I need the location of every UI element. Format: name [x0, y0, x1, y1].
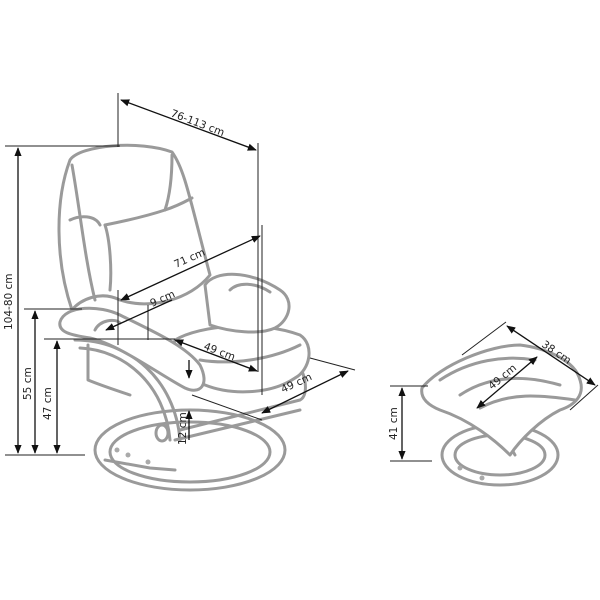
dimension-line-backrest: [120, 235, 261, 301]
dimension-line-ottoman-depth: [506, 325, 596, 386]
dimension-line-ottoman-width: [476, 356, 538, 409]
chair-base-inner-ring: [108, 420, 272, 484]
chair-frame-left: [73, 338, 182, 442]
chair-swivel-knob: [154, 423, 170, 443]
chair-base-ring: [93, 408, 287, 492]
chair-front-panel: [86, 343, 132, 397]
label-seat-height: 47 cm: [42, 387, 54, 420]
label-armrest-height: 55 cm: [22, 367, 34, 400]
ottoman-drawing: [420, 343, 583, 487]
label-seat-clearance: 12 cm: [177, 412, 189, 445]
chair-base-plate: [103, 458, 177, 472]
dimension-line-seat-depth: [174, 339, 258, 372]
dimension-line-seat-width: [261, 370, 349, 414]
dimension-line-armrest-width: [105, 299, 173, 331]
recliner-dimensions: 76-113 cm 104-80 cm 55 cm 47 cm 71 cm 9 …: [3, 93, 356, 456]
label-depth-range: 76-113 cm: [169, 108, 226, 139]
label-ottoman-height: 41 cm: [388, 407, 400, 440]
label-height-range: 104-80 cm: [3, 273, 15, 330]
dimension-line-depth: [120, 99, 257, 151]
